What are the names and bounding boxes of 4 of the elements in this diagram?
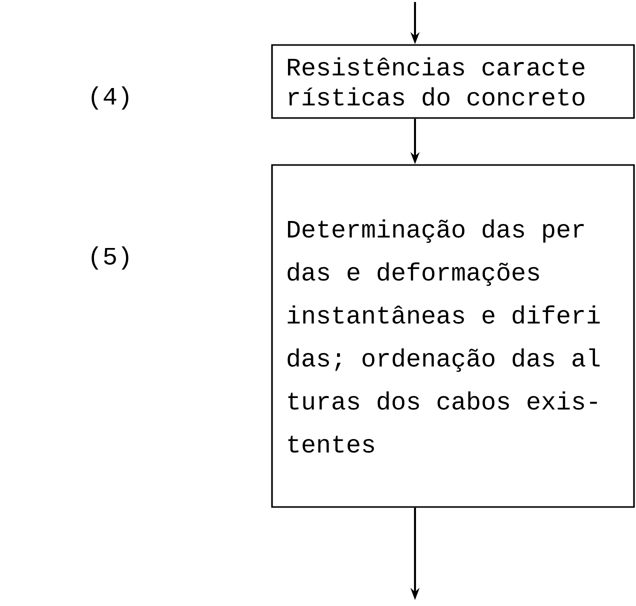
process-box: Resistências caracte rísticas do concreto <box>271 44 635 119</box>
step-number: (5) <box>92 246 128 270</box>
process-box: Determinação das per das e deformações instantâneas e diferi das; ordenação das al turas dos cabos exis- tentes <box>271 164 635 508</box>
step-number: (4) <box>92 86 128 110</box>
